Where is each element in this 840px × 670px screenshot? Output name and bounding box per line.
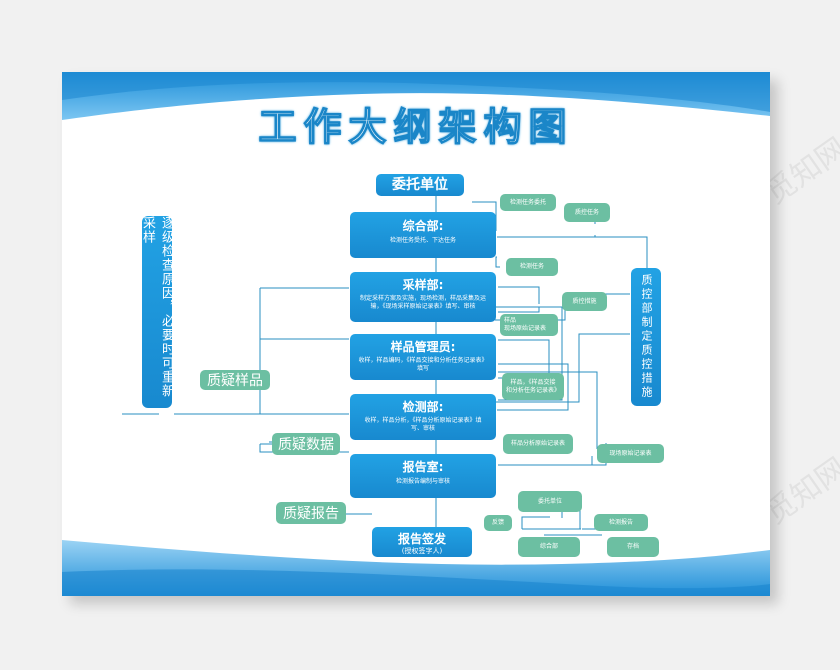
label-task-entrust: 检测任务委托 (500, 194, 556, 211)
label-field-record: 现场原始记录表 (597, 444, 664, 463)
testing-dept-title: 检测部: (402, 400, 444, 414)
report-room-desc: 检测报告编制与审核 (395, 478, 450, 485)
testing-dept-desc: 收样，样品分析，《样品分析原始记录表》填写、审核 (364, 417, 482, 432)
general-dept-title: 综合部: (402, 219, 444, 233)
sampling-dept-node: 采样部: 制定采样方案及实施，现场检测，样品采集及运输，《现场采样原始记录表》填… (350, 272, 496, 322)
poster-background (62, 72, 770, 596)
watermark-text: 觅知网 (760, 451, 840, 531)
client-node: 委托单位 (376, 174, 464, 196)
fb-general: 综合部 (518, 537, 580, 557)
watermark-text: 觅知网 (760, 131, 840, 211)
label-qc-task: 质控任务 (564, 203, 610, 222)
report-issue-node: 报告签发 (授权签字人) (372, 527, 472, 557)
sample-admin-title: 样品管理员: (390, 340, 456, 354)
report-room-title: 报告室: (402, 460, 444, 474)
query-sample-label: 质疑样品 (200, 370, 270, 390)
sample-admin-node: 样品管理员: 收样，样品编码，《样品交接和分析任务记录表》填写 (350, 334, 496, 380)
right-vertical-note: 质控部制定质控措施 (631, 268, 661, 406)
left-vertical-note: 逐级检查原因，必要时可重新采样 (140, 216, 174, 408)
sampling-dept-title: 采样部: (402, 278, 444, 292)
testing-dept-node: 检测部: 收样，样品分析，《样品分析原始记录表》填写、审核 (350, 394, 496, 440)
poster-board: 工作大纲架构图 委托单位 综合部: 检测任务受托、下达任务 采样部: 制定采样方… (62, 72, 770, 596)
fb-client: 委托单位 (518, 491, 582, 512)
report-room-node: 报告室: 检测报告编制与审核 (350, 454, 496, 498)
sampling-dept-desc: 制定采样方案及实施，现场检测，样品采集及运输，《现场采样原始记录表》填写、审核 (359, 295, 486, 310)
fb-test-report: 检测报告 (594, 514, 648, 531)
query-data-label: 质疑数据 (272, 433, 340, 455)
general-dept-node: 综合部: 检测任务受托、下达任务 (350, 212, 496, 258)
report-issue-title: 报告签发 (397, 532, 446, 546)
label-sample-field-record: 样品 现场原始记录表 (500, 314, 558, 336)
query-report-label: 质疑报告 (276, 502, 346, 524)
sample-admin-desc: 收样，样品编码，《样品交接和分析任务记录表》填写 (358, 357, 488, 372)
label-test-task: 检测任务 (506, 258, 558, 276)
label-qc-measures: 质控措施 (562, 292, 607, 311)
page-title: 工作大纲架构图 (258, 104, 574, 149)
label-analysis-record: 样品分析原始记录表 (503, 434, 573, 454)
fb-archive: 存档 (607, 537, 659, 557)
report-issue-desc: (授权签字人) (401, 547, 443, 555)
fb-feedback: 反馈 (484, 515, 512, 531)
general-dept-desc: 检测任务受托、下达任务 (389, 237, 456, 244)
label-sample-handover: 样品，《样品交接 和分析任务记录表》 (502, 373, 564, 400)
